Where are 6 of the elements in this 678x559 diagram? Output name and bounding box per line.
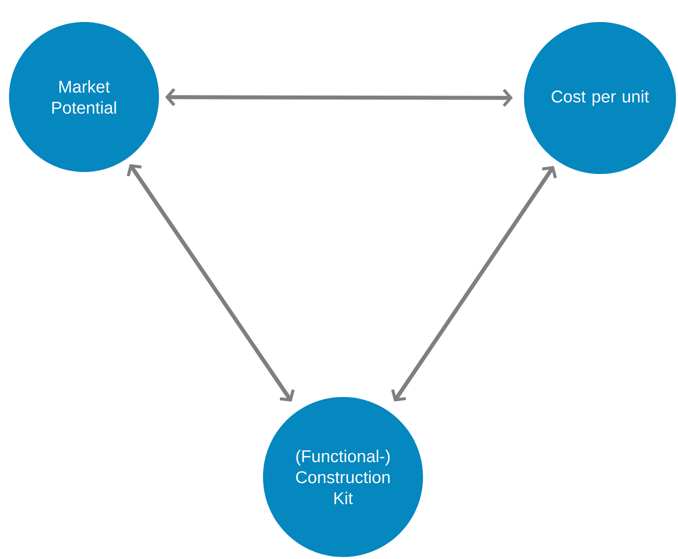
circle-node: Market Potential — [9, 22, 159, 172]
circle-node: Cost per unit — [524, 22, 676, 174]
circle-node: (Functional-) Construction Kit — [263, 397, 423, 557]
double-arrow — [391, 166, 557, 402]
double-arrow — [126, 164, 295, 402]
double-arrow — [165, 88, 513, 107]
